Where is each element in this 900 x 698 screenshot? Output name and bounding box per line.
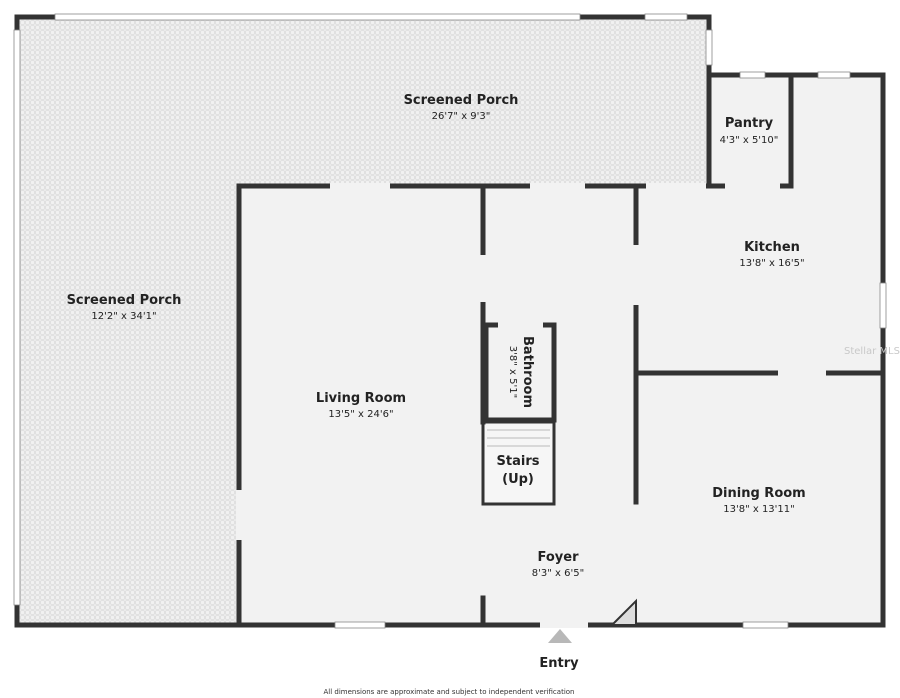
living-room-dims: 13'5" x 24'6" [328,409,393,420]
kitchen-dims: 13'8" x 16'5" [739,258,804,269]
screened-porch-left-name: Screened Porch [67,293,182,308]
screened-porch-top-floor [17,17,709,186]
footer-note: All dimensions are approximate and subje… [324,688,575,696]
dining-room-name: Dining Room [712,486,805,501]
foyer-dims: 8'3" x 6'5" [532,568,584,579]
pantry-name: Pantry [725,116,774,131]
entry-arrow-icon [548,629,572,643]
door-openings [236,183,826,628]
entry-door [609,598,637,626]
kitchen-upper-floor [709,75,883,186]
bathroom-name: Bathroom [520,336,535,408]
windows [13,13,887,629]
kitchen-name: Kitchen [744,240,800,255]
stairs-note: (Up) [502,472,534,487]
dining-room-dims: 13'8" x 13'11" [723,504,795,515]
screened-porch-top-name: Screened Porch [404,93,519,108]
screened-porch-left-dims: 12'2" x 34'1" [91,311,156,322]
pantry-dims: 4'3" x 5'10" [720,135,779,146]
bathroom-label: Bathroom 3'8" x 5'1" [507,336,535,408]
interior-floor [239,186,883,625]
living-room-name: Living Room [316,391,406,406]
entry-label: Entry [539,656,579,671]
foyer-name: Foyer [538,550,580,565]
stairs-name: Stairs [497,454,540,469]
watermark: Stellar MLS [844,346,900,357]
screened-porch-top-dims: 26'7" x 9'3" [432,111,491,122]
bathroom-dims: 3'8" x 5'1" [507,346,518,398]
